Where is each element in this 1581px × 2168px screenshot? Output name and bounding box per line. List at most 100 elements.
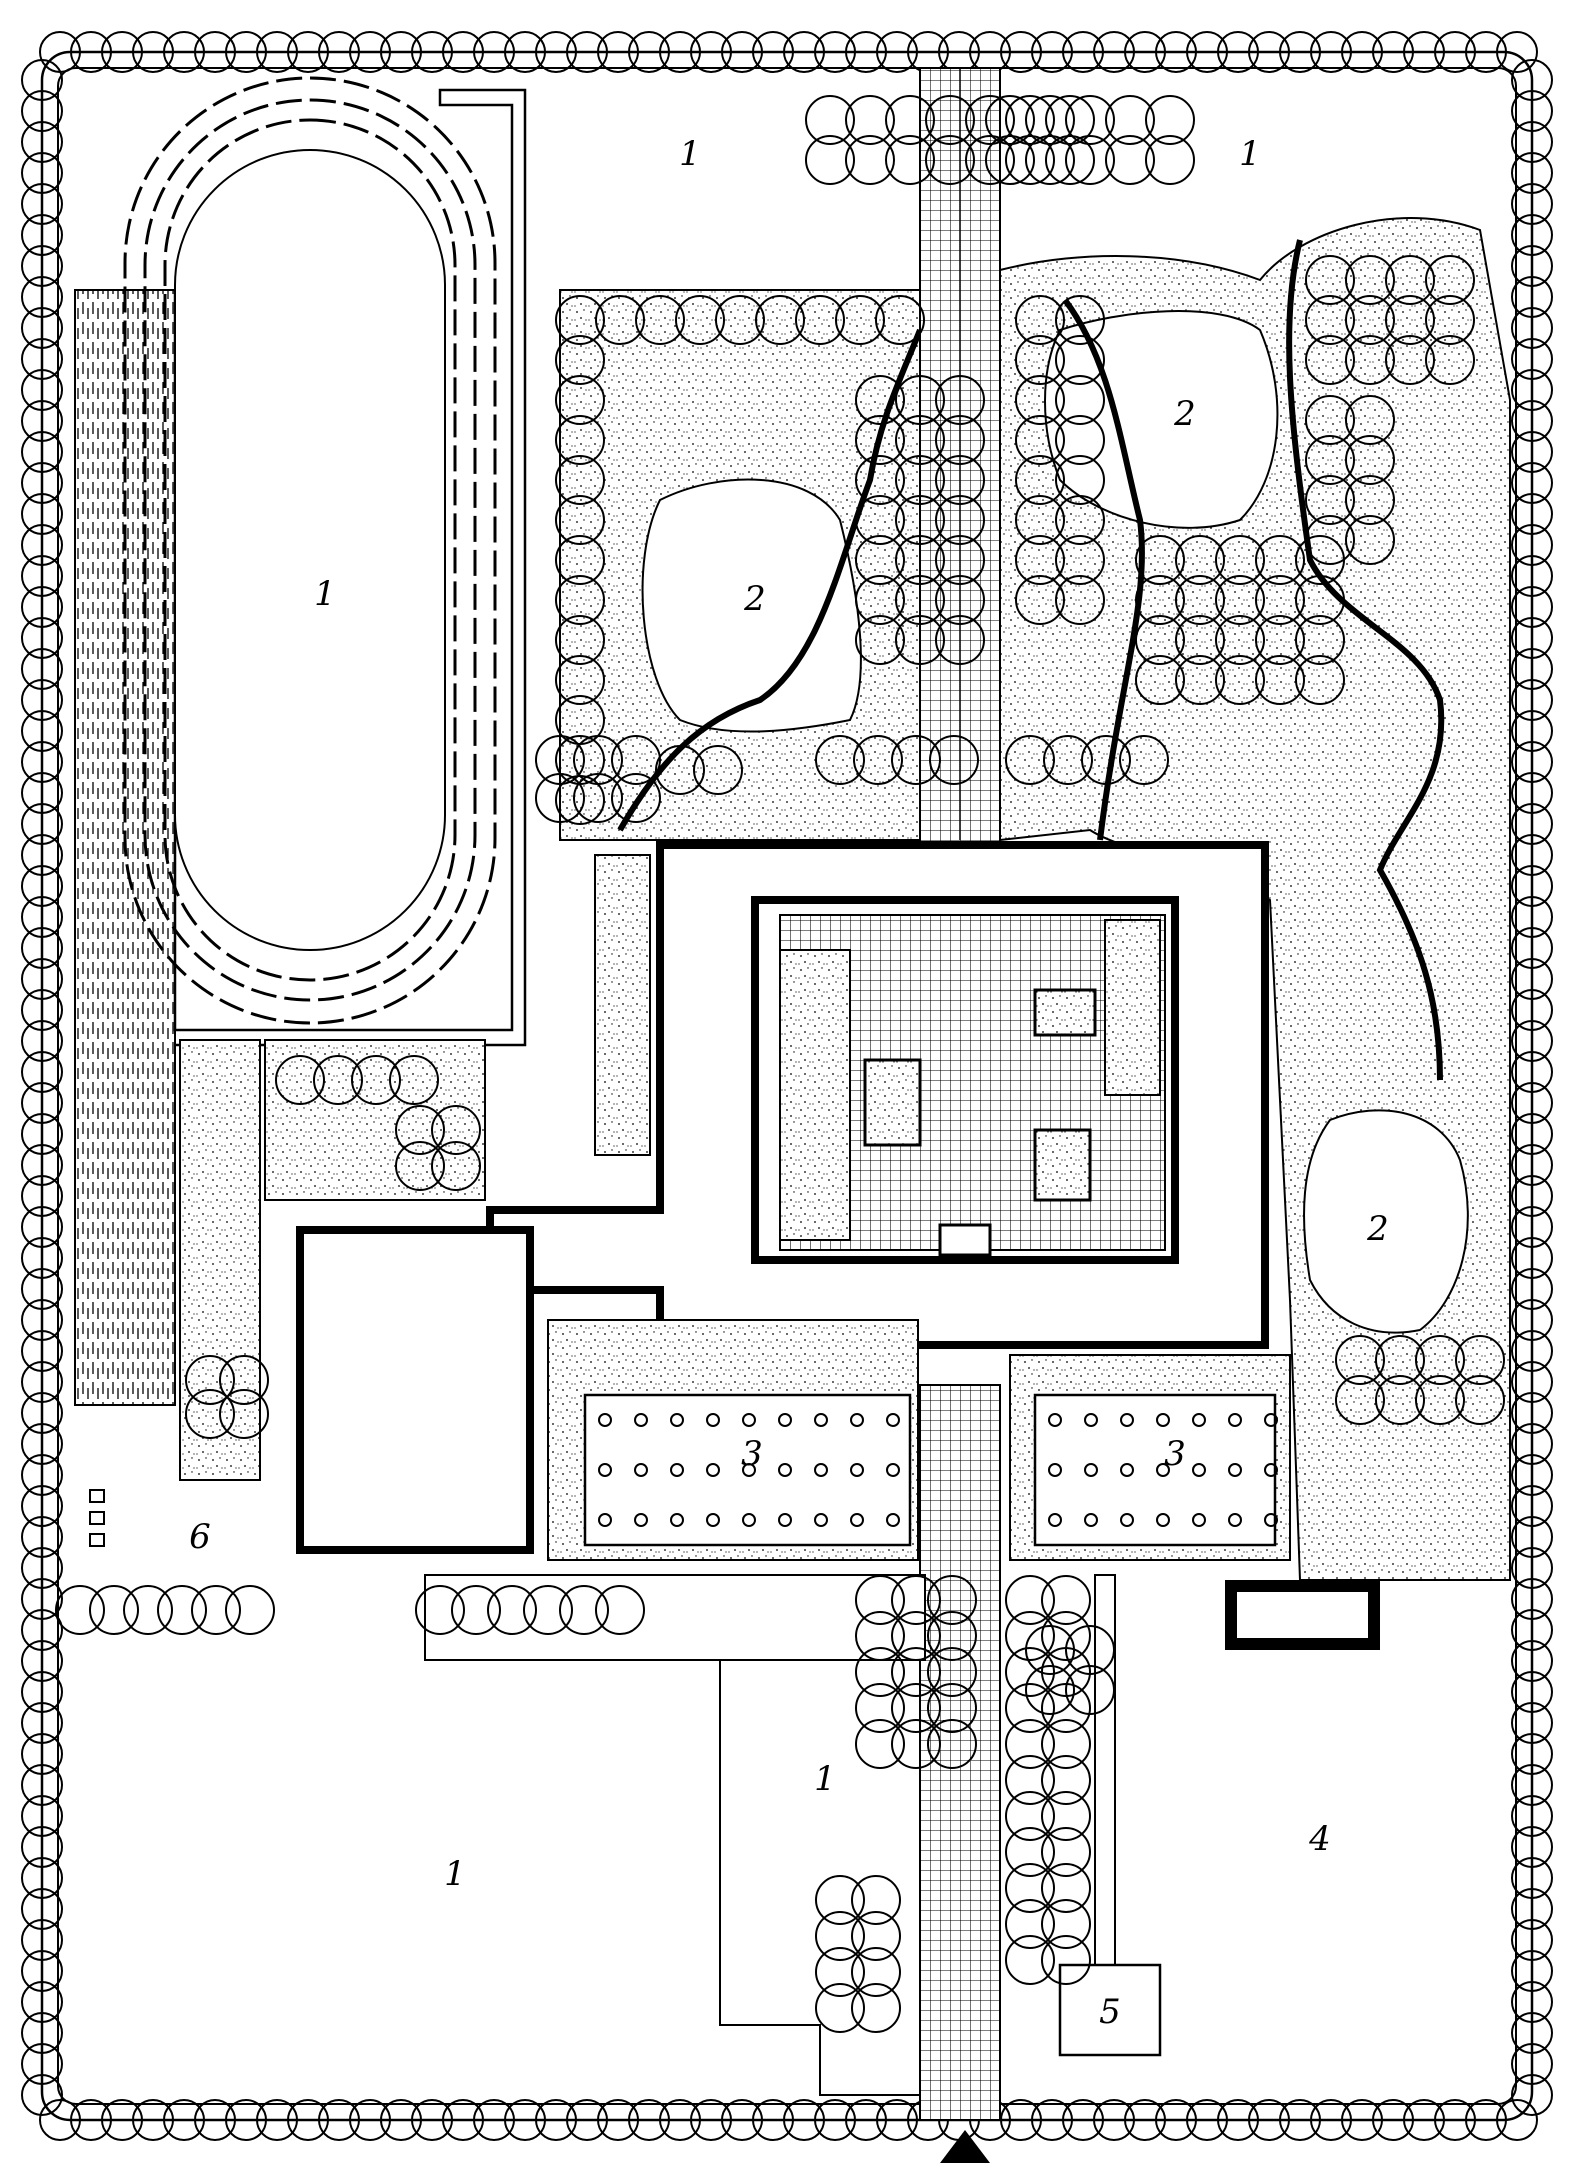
tree xyxy=(845,135,895,185)
tree xyxy=(287,31,329,73)
tree xyxy=(1124,31,1166,73)
tree xyxy=(21,276,63,318)
tree xyxy=(451,1585,501,1635)
tree xyxy=(101,31,143,73)
tree xyxy=(1145,135,1195,185)
tree xyxy=(1511,2074,1553,2116)
tree xyxy=(675,295,725,345)
tree xyxy=(1511,679,1553,721)
tree xyxy=(21,2012,63,2054)
tree xyxy=(123,1585,173,1635)
tree xyxy=(1105,95,1155,145)
tree xyxy=(1192,1463,1206,1477)
tree xyxy=(895,415,945,465)
tree xyxy=(1015,415,1065,465)
tree xyxy=(795,295,845,345)
tree xyxy=(1025,95,1075,145)
tree xyxy=(659,2099,701,2141)
tree xyxy=(927,1611,977,1661)
tree xyxy=(1511,90,1553,132)
tree xyxy=(1025,1625,1075,1675)
tree xyxy=(1310,2099,1352,2141)
tree xyxy=(721,2099,763,2141)
tree xyxy=(1093,31,1135,73)
courtyard-garden-west xyxy=(779,949,851,1241)
tree xyxy=(690,31,732,73)
zone-label-5: 5 xyxy=(1099,1992,1121,2032)
tree xyxy=(891,1647,941,1697)
tree xyxy=(855,455,905,505)
tree xyxy=(1415,1375,1465,1425)
tree xyxy=(783,2099,825,2141)
tree xyxy=(1465,31,1507,73)
tree xyxy=(814,1413,828,1427)
tree xyxy=(1511,865,1553,907)
tree xyxy=(855,1575,905,1625)
tree xyxy=(1511,1981,1553,2023)
tree xyxy=(1279,31,1321,73)
tree xyxy=(21,214,63,256)
tree xyxy=(929,735,979,785)
tree xyxy=(655,745,705,795)
tree xyxy=(21,958,63,1000)
orchard-left xyxy=(583,1393,912,1547)
tree xyxy=(805,95,855,145)
tree xyxy=(415,1585,465,1635)
tree xyxy=(1065,95,1115,145)
tree xyxy=(163,31,205,73)
tree xyxy=(853,735,903,785)
tree xyxy=(21,1609,63,1651)
tree xyxy=(1345,435,1395,485)
tree xyxy=(431,1141,481,1191)
zone-6-equipment-1 xyxy=(89,1489,105,1503)
zone-label-2-upper-right: 2 xyxy=(1173,394,1196,434)
tree xyxy=(595,295,645,345)
tree xyxy=(1511,896,1553,938)
tree xyxy=(89,1585,139,1635)
tree xyxy=(219,1389,269,1439)
tree xyxy=(1511,1919,1553,1961)
tree xyxy=(21,1857,63,1899)
tree xyxy=(573,773,623,823)
south-hedge-strip xyxy=(424,1574,926,1661)
tree xyxy=(1372,2099,1414,2141)
tree xyxy=(555,375,605,425)
tree xyxy=(431,1105,481,1155)
tree xyxy=(21,121,63,163)
tree xyxy=(1062,31,1104,73)
tree xyxy=(670,1513,684,1527)
tree xyxy=(1305,515,1355,565)
tree xyxy=(1217,2099,1259,2141)
tree xyxy=(1511,1206,1553,1248)
tree xyxy=(21,2043,63,2085)
tree xyxy=(1305,295,1355,345)
tree xyxy=(21,1547,63,1589)
tree xyxy=(1425,335,1475,385)
tree xyxy=(1156,1413,1170,1427)
tree xyxy=(965,135,1015,185)
tree xyxy=(1511,1113,1553,1155)
tree xyxy=(1511,524,1553,566)
tree xyxy=(891,1575,941,1625)
tree xyxy=(21,400,63,442)
tree xyxy=(597,2099,639,2141)
tree xyxy=(1065,1625,1115,1675)
tree xyxy=(1511,276,1553,318)
tree xyxy=(1511,1609,1553,1651)
service-road-south xyxy=(1094,1574,1116,1986)
tree xyxy=(1511,1454,1553,1496)
tree xyxy=(1025,135,1075,185)
tree xyxy=(21,989,63,1031)
tree xyxy=(1062,2099,1104,2141)
tree xyxy=(670,1413,684,1427)
tree xyxy=(395,1105,445,1155)
tree xyxy=(1511,1423,1553,1465)
tree xyxy=(634,1413,648,1427)
tree xyxy=(1025,1665,1075,1715)
tree xyxy=(1192,1513,1206,1527)
tree xyxy=(1434,2099,1476,2141)
west-lawn-strip xyxy=(179,1039,261,1481)
zone-1-bottom-center-plot xyxy=(719,1659,921,2096)
tree xyxy=(1041,1791,1091,1841)
tree xyxy=(1175,615,1225,665)
